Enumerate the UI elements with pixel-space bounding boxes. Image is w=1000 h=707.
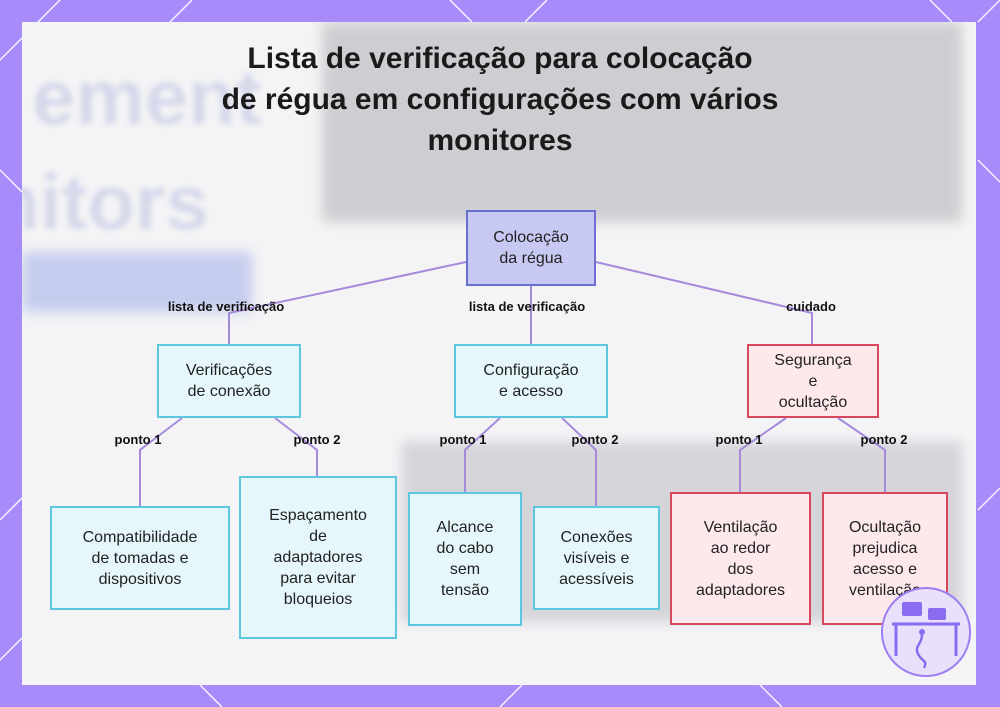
- edge-label-safety-ventilation: ponto 1: [716, 432, 763, 447]
- edge-label-root-connections: lista de verificação: [168, 299, 284, 314]
- node-ventilation: Ventilação ao redor dos adaptadores: [670, 492, 811, 625]
- edge-label-safety-hiding: ponto 2: [861, 432, 908, 447]
- node-safety: Segurança e ocultação: [747, 344, 879, 418]
- node-config: Configuração e acesso: [454, 344, 608, 418]
- node-root: Colocação da régua: [466, 210, 596, 286]
- node-reach: Alcance do cabo sem tensão: [408, 492, 522, 626]
- node-spacing: Espaçamento de adaptadores para evitar b…: [239, 476, 397, 639]
- edge-label-connections-spacing: ponto 2: [294, 432, 341, 447]
- edge-connections-spacing: [275, 418, 317, 476]
- edge-label-connections-compat: ponto 1: [115, 432, 162, 447]
- workstation-cable-icon: [880, 586, 972, 678]
- node-visible: Conexões visíveis e acessíveis: [533, 506, 660, 610]
- edge-config-reach: [465, 418, 500, 492]
- edge-safety-ventilation: [740, 418, 786, 492]
- node-connections: Verificações de conexão: [157, 344, 301, 418]
- edge-label-config-reach: ponto 1: [440, 432, 487, 447]
- edge-label-root-safety: cuidado: [786, 299, 836, 314]
- edge-label-config-visible: ponto 2: [572, 432, 619, 447]
- edge-label-root-config: lista de verificação: [469, 299, 585, 314]
- node-compat: Compatibilidade de tomadas e dispositivo…: [50, 506, 230, 610]
- edge-root-safety: [596, 262, 812, 344]
- edge-safety-hiding: [838, 418, 885, 492]
